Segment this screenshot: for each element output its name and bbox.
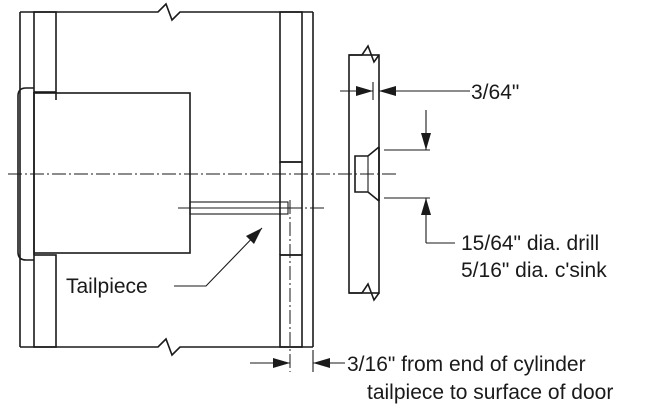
- csink-label: 5/16" dia. c'sink: [461, 259, 607, 282]
- break-line-bottom: [20, 337, 313, 357]
- left-jamb-lower: [33, 254, 57, 348]
- countersink-hole: [354, 146, 380, 202]
- offset-label-line2: tailpiece to surface of door: [367, 381, 613, 404]
- edge-break-bottom: [349, 282, 380, 302]
- left-jamb-upper: [33, 11, 57, 93]
- tailpiece-label: Tailpiece: [66, 275, 148, 298]
- edge-break-top: [349, 44, 380, 64]
- door-edge-detail: [348, 44, 430, 302]
- left-door-section: [19, 2, 314, 357]
- drill-label: 15/64" dia. drill: [461, 232, 599, 255]
- drill-dimension: 15/64" dia. drill 5/16" dia. c'sink: [421, 110, 607, 282]
- tailpiece-callout: Tailpiece: [66, 227, 263, 298]
- offset-label-line1: 3/16" from end of cylinder: [347, 353, 586, 376]
- break-line-top: [20, 2, 313, 22]
- offset-dimension: 3/16" from end of cylinder tailpiece to …: [250, 350, 613, 404]
- bevel-dimension: 3/64": [340, 81, 519, 104]
- cylinder-housing: [33, 92, 191, 254]
- bevel-label: 3/64": [471, 81, 519, 104]
- right-jamb-lower: [279, 254, 303, 348]
- right-jamb-upper: [279, 11, 303, 163]
